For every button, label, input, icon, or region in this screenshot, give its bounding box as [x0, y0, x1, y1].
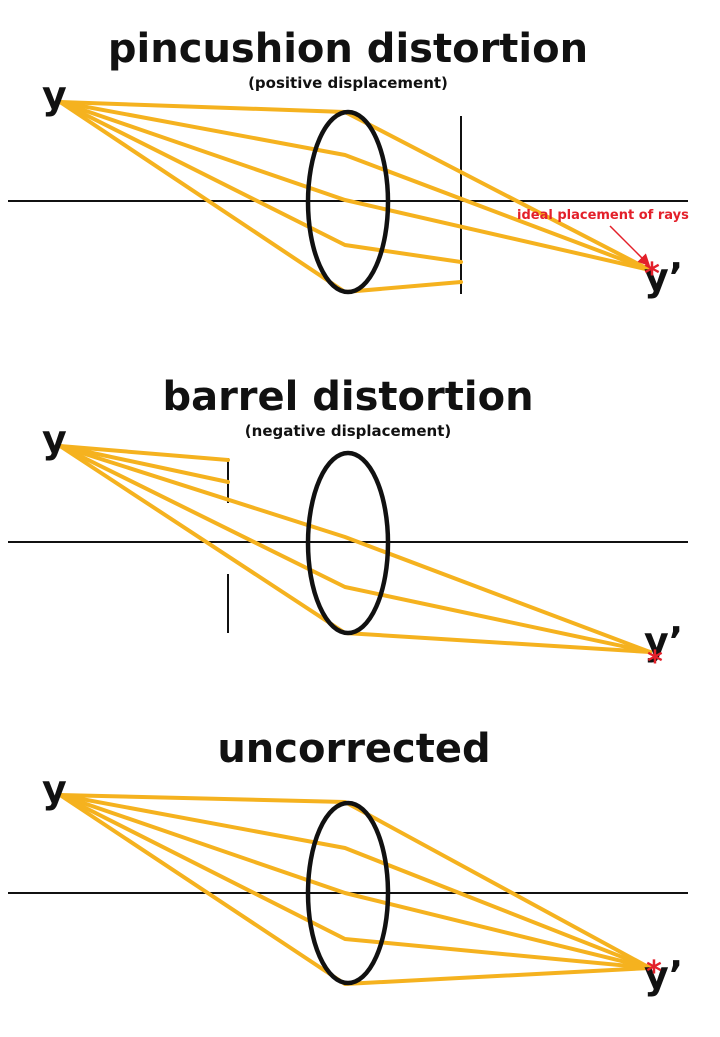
- ray: [58, 793, 652, 970]
- panel-pincushion: pincushion distortion (positive displace…: [8, 26, 689, 299]
- object-label: y: [42, 73, 67, 117]
- ray: [58, 444, 652, 654]
- panel-title: pincushion distortion: [108, 26, 588, 72]
- ray-group: [58, 793, 652, 986]
- asterisk-marker: *: [647, 645, 663, 680]
- image-label: y’: [644, 953, 683, 997]
- ray: [58, 444, 230, 484]
- asterisk-marker: *: [646, 955, 662, 990]
- object-label: y: [42, 417, 67, 461]
- ray: [58, 444, 652, 654]
- ray: [58, 100, 463, 264]
- ray: [58, 793, 652, 970]
- panel-barrel: barrel distortion (negative displacement…: [8, 374, 688, 680]
- ray: [58, 793, 652, 970]
- image-label: y’: [644, 619, 683, 663]
- ray: [58, 100, 652, 272]
- panel-subtitle: (positive displacement): [248, 74, 448, 92]
- lens: [305, 450, 391, 636]
- ray: [58, 100, 652, 272]
- annotation-arrow: [609, 225, 651, 267]
- annotation-text: ideal placement of rays: [517, 208, 689, 223]
- ray: [58, 444, 652, 654]
- ray: [58, 444, 230, 462]
- ray-group: [58, 444, 652, 654]
- image-label: y’: [644, 255, 683, 299]
- lens: [305, 800, 391, 986]
- ray-group: [58, 100, 652, 294]
- object-label: y: [42, 767, 67, 811]
- panel-uncorrected: uncorrected y y’ *: [8, 726, 688, 997]
- panel-title: uncorrected: [217, 726, 490, 772]
- panel-title: barrel distortion: [162, 374, 533, 420]
- panel-subtitle: (negative displacement): [245, 422, 451, 440]
- lens: [305, 109, 391, 295]
- ray: [58, 793, 652, 970]
